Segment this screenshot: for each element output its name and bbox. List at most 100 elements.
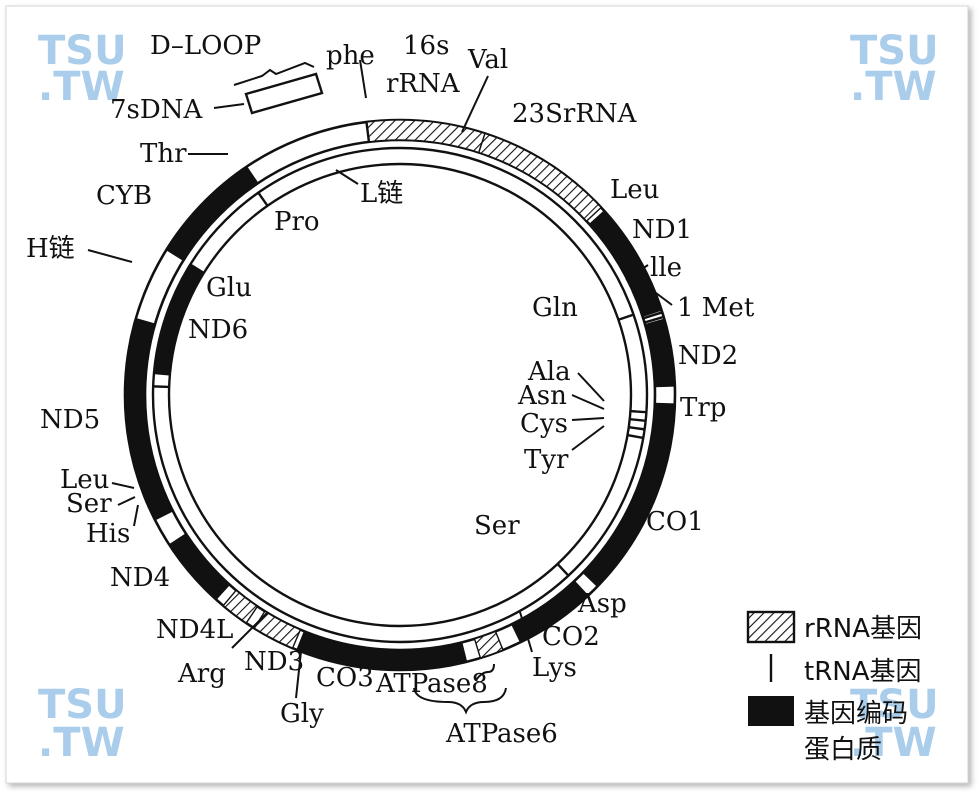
trna-tyr-tick [627,433,644,440]
nd4l-segment [222,589,259,624]
trna-asp-tick-b [573,580,589,597]
ala-leader [577,372,605,402]
svg-text:TSU: TSU [38,28,127,74]
trna-trp-tick-b [654,402,675,406]
trna-asp-tick-a [582,571,599,587]
l-chain-ring [151,146,649,644]
co3-segment [296,630,468,671]
label-l-chain: L链 [360,179,403,209]
label-23s-rrna: 23SrRNA [512,99,638,129]
legend-trna-label: tRNA基因 [804,657,922,687]
label-asn: Asn [517,381,567,411]
label-ser-left: Ser [66,489,112,519]
dna7s-leader [213,103,245,109]
trna-ile-tick [642,311,663,320]
label-met: 1 Met [677,293,755,323]
outer-gene-labels: D–LOOP phe 16s rRNA Val 23SrRNA 7sDNA Th… [26,31,755,749]
label-nd2: ND2 [678,341,738,371]
nd3-segment [253,610,302,650]
gly-leader [295,641,303,699]
label-7s-dna: 7sDNA [110,95,203,125]
nd1-segment [588,210,663,318]
legend-protein-swatch [748,696,794,726]
label-leu-right: Leu [610,175,659,205]
h-chain-ring [123,118,677,672]
his-leader [133,504,139,527]
h-chain-boundary-tick [166,248,185,261]
trna-pro-tick [257,191,269,207]
nd4-segment [168,532,231,601]
label-val: Val [467,45,508,75]
nd6-segment [153,263,206,376]
watermark-top-left: TSU .TW [38,28,127,110]
met-leader [651,289,673,306]
h-chain-segments [124,119,676,671]
label-leu-left: Leu [60,465,109,495]
label-ile: lle [650,253,682,283]
legend-protein-label-line1: 基因编码 [804,699,908,729]
legend-rrna-label: rRNA基因 [804,614,922,644]
label-tyr: Tyr [524,445,569,475]
trna-glu-tick [153,385,170,389]
trna-phe-tick [365,121,371,143]
co2-segment [510,580,589,644]
label-h-chain: H链 [26,234,75,264]
label-co2: CO2 [542,622,600,652]
rrna-16s-segment [477,132,603,223]
phe-leader [359,59,367,99]
watermark-bottom-left: TSU .TW [38,682,127,766]
leu-l-leader [111,482,135,489]
d-loop-structure [213,61,324,115]
label-gly: Gly [280,699,324,729]
l-chain-leader [335,169,359,185]
label-lys: Lys [532,653,577,683]
label-ser-inner: Ser [474,511,520,541]
label-gln: Gln [532,293,578,323]
label-nd6: ND6 [188,315,248,345]
svg-text:.TW: .TW [850,720,937,766]
trna-asn-tick [629,417,646,423]
inner-ring-inner-edge [167,162,633,628]
trna-ala-tick [630,409,647,414]
svg-text:.TW: .TW [850,64,937,110]
label-trp: Trp [680,393,726,423]
trna-trp-tick-a [654,384,675,388]
inner-ring-outer-edge [151,146,649,644]
svg-text:TSU: TSU [850,28,939,74]
label-ala: Ala [527,357,571,387]
legend-protein-label-line2: 蛋白质 [804,735,882,765]
label-phe: phe [326,41,375,71]
ser-l-leader [117,496,136,506]
label-d-loop: D–LOOP [150,31,261,61]
h-chain-leader [87,249,133,263]
legend: rRNA基因 tRNA基因 基因编码 蛋白质 [746,610,922,765]
ile-leader [625,264,649,281]
legend-rrna-swatch [746,610,796,644]
tyr-leader [571,425,605,451]
label-cys: Cys [520,409,568,439]
lys-leader [519,611,533,653]
val-leader [461,75,489,133]
dna7s-box [244,72,324,115]
trna-his-tick [135,318,156,326]
label-arg: Arg [177,659,226,689]
label-cyb: CYB [96,181,152,211]
label-thr: Thr [140,139,187,169]
label-his: His [86,519,130,549]
svg-text:.TW: .TW [38,720,125,766]
leader-lines [87,59,673,715]
label-nd5: ND5 [40,405,100,435]
label-nd3: ND3 [244,647,304,677]
label-16s: 16s [403,31,449,61]
trna-gln-tick [618,313,634,321]
label-nd1: ND1 [632,215,692,245]
label-atpase8: ATPase8 [375,669,488,699]
trna-met-tick [644,315,665,324]
cys-leader [571,417,605,421]
watermark-top-right: TSU .TW [850,28,939,110]
label-glu: Glu [206,273,252,303]
d-loop-brace [233,61,315,86]
inner-gene-labels: Pro L链 Glu ND6 Gln Ala Asn Cys Tyr Ser [188,179,578,541]
